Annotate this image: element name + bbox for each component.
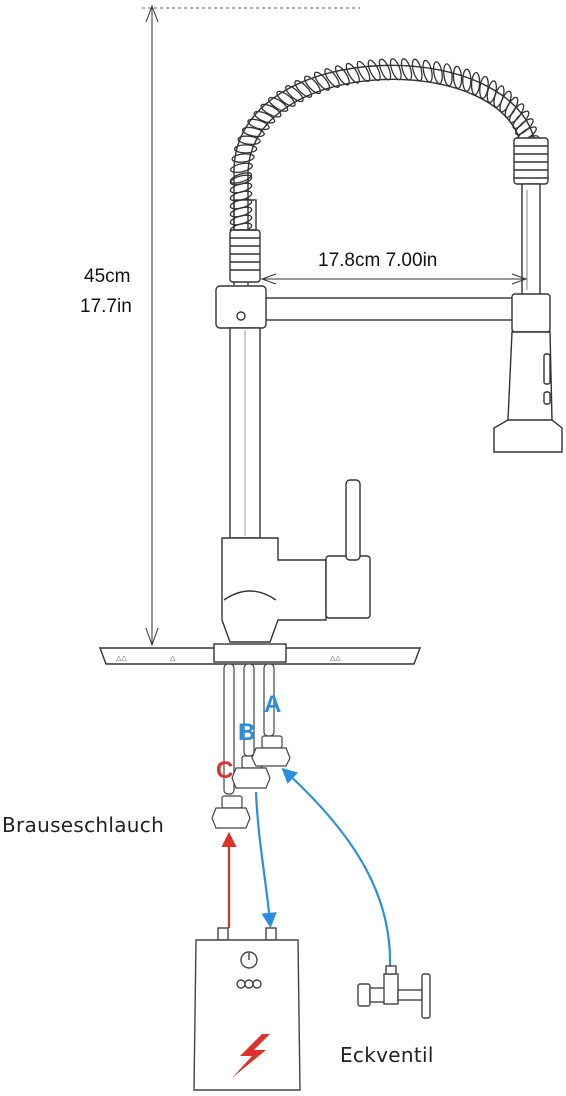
height-dimension: 45cm 17.7in [80, 4, 360, 647]
horizontal-arm [261, 293, 551, 333]
cold-flow-arrow-a [281, 767, 392, 969]
coil-loop [422, 59, 433, 83]
coil-loop [470, 71, 481, 96]
hose-label-c: C [216, 757, 233, 784]
spring-coil [229, 58, 540, 290]
coil-loop [378, 58, 392, 81]
countertop: △△ △△ △ [98, 643, 422, 665]
cold-flow-arrow-b [254, 791, 277, 929]
left-spring-base [229, 199, 261, 283]
coil-loop [462, 68, 472, 92]
height-cm-label: 45cm [84, 266, 130, 287]
coil-loop [260, 103, 282, 118]
coil-loop [294, 80, 313, 98]
water-heater [193, 927, 301, 1091]
deck-mark-3: △ [170, 654, 176, 662]
coil-loop [443, 63, 453, 87]
coil-loop [432, 61, 443, 85]
coil-loop [400, 58, 413, 81]
coil-loop [268, 96, 289, 112]
coil-loop [231, 153, 255, 163]
deck-mark-1: △△ [116, 654, 127, 662]
spray-head [493, 331, 563, 453]
coil-loop [389, 58, 402, 81]
coil-loop [324, 68, 340, 89]
lightning-bolt-icon [232, 1034, 270, 1078]
flow-arrows [221, 767, 392, 969]
faucet-body [215, 285, 371, 643]
right-spring-wrap [513, 137, 549, 185]
angle-valve-label: Eckventil [340, 1043, 434, 1067]
coil-loop [285, 85, 304, 103]
coil-loop [233, 144, 258, 154]
angle-valve [357, 965, 431, 1019]
coil-loops [229, 58, 540, 234]
reach-dimension: 17.8cm 7.00in [260, 250, 528, 285]
hose-label-a: A [264, 691, 281, 718]
reach-label: 17.8cm 7.00in [318, 250, 437, 271]
coil-loop [253, 110, 276, 124]
coil-loop [334, 65, 350, 86]
coil-loop [230, 162, 253, 174]
coil-loop [367, 59, 381, 82]
coil-loop [411, 58, 423, 82]
spray-hose-label: Brauseschlauch [2, 813, 164, 837]
coil-loop [237, 135, 261, 145]
coil-loop [276, 90, 296, 107]
coil-loop [479, 75, 489, 99]
coil-loop [452, 65, 463, 89]
height-in-label: 17.7in [80, 296, 132, 317]
coil-loop [247, 118, 270, 131]
coil-loop [356, 60, 371, 83]
spray-tube [521, 183, 541, 297]
supply-hoses [211, 663, 291, 829]
coil-loop [345, 62, 360, 84]
coil-loop [313, 71, 331, 91]
coil-loop [303, 75, 322, 95]
deck-mark-2: △△ [330, 654, 341, 662]
hose-label-b: B [238, 719, 255, 746]
coil-loop [241, 126, 265, 138]
